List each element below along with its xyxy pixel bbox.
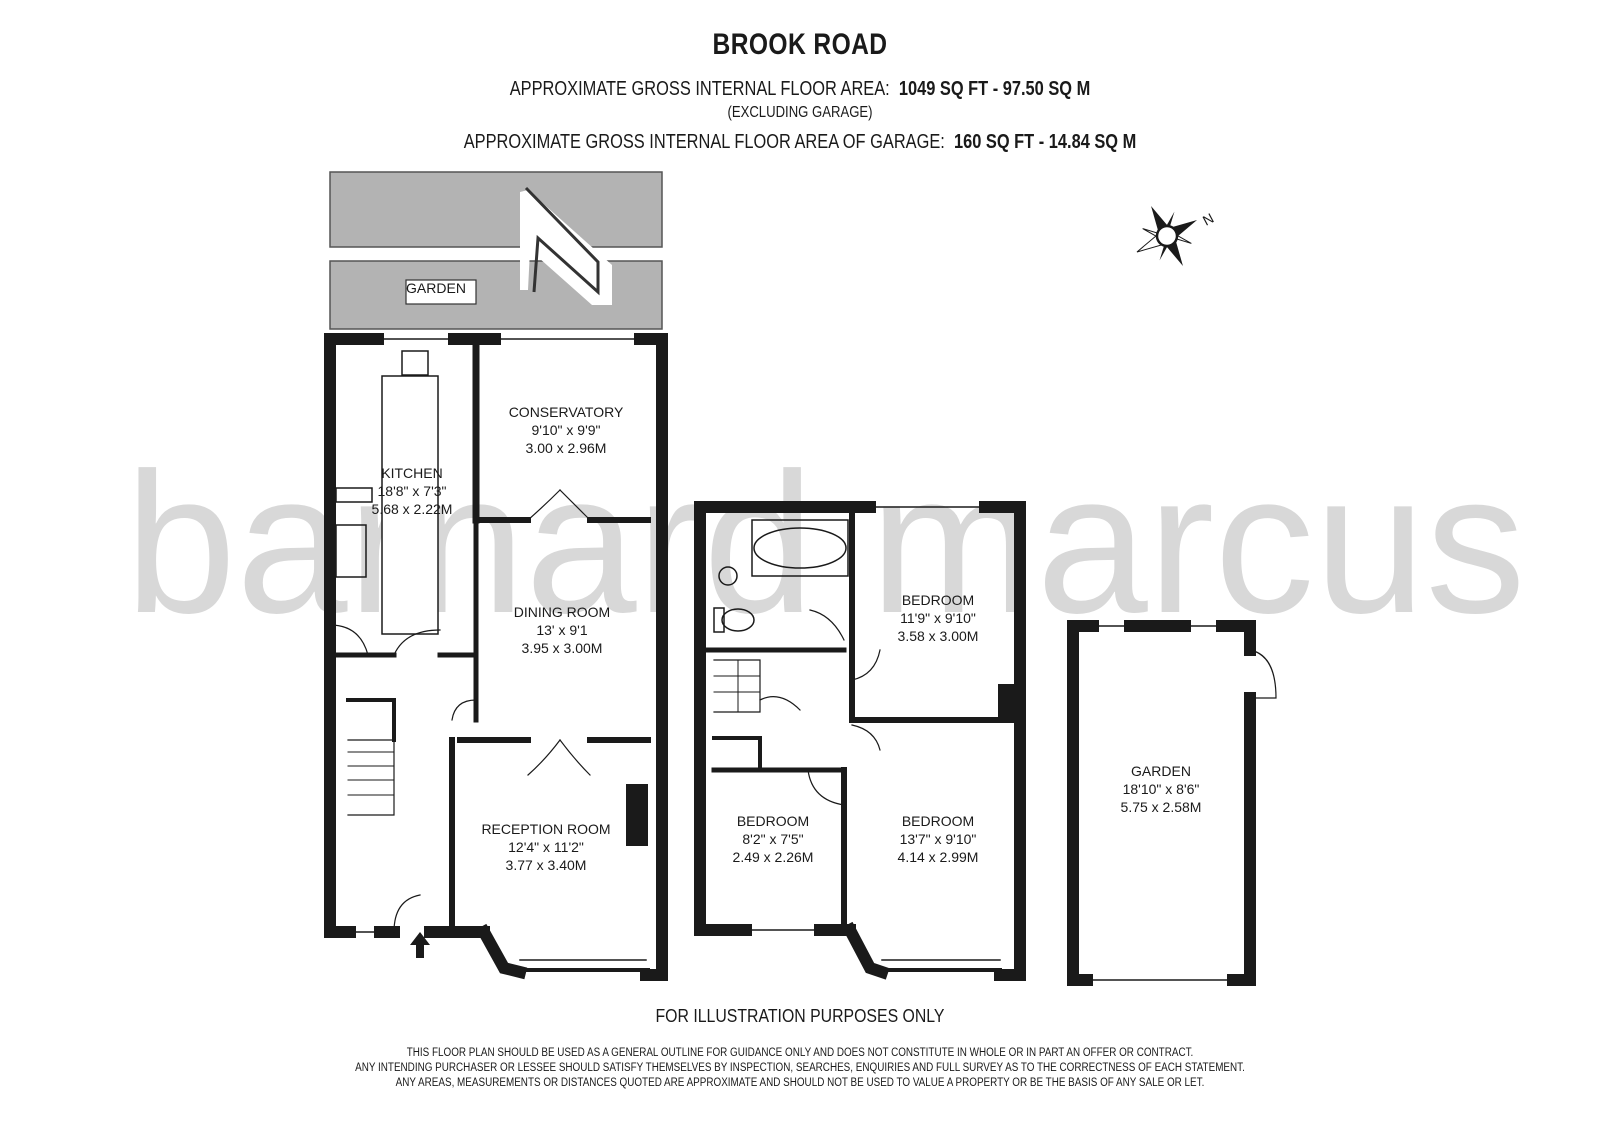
garage-metric: 5.75 x 2.58M — [1121, 799, 1202, 815]
dining-name: DINING ROOM — [514, 604, 610, 620]
room-bedroom-3: BEDROOM 13'7" x 9'10" 4.14 x 2.99M — [898, 813, 979, 865]
garage-name: GARDEN — [1131, 763, 1191, 779]
conservatory-name: CONSERVATORY — [509, 404, 624, 420]
reception-name: RECEPTION ROOM — [481, 821, 610, 837]
disclaimer-line-1: THIS FLOOR PLAN SHOULD BE USED AS A GENE… — [406, 1047, 1194, 1059]
ground-floor — [324, 333, 668, 981]
reception-metric: 3.77 x 3.40M — [506, 857, 587, 873]
room-bedroom-1: BEDROOM 11'9" x 9'10" 3.58 x 3.00M — [898, 592, 979, 644]
dining-imperial: 13' x 9'1 — [536, 622, 587, 638]
first-floor — [694, 501, 1026, 981]
compass-icon — [1136, 205, 1198, 267]
bedroom1-metric: 3.58 x 3.00M — [898, 628, 979, 644]
floor-area-value: 1049 SQ FT - 97.50 SQ M — [898, 78, 1091, 100]
plan-title: BROOK ROAD — [712, 28, 888, 61]
bedroom1-name: BEDROOM — [902, 592, 974, 608]
dining-metric: 3.95 x 3.00M — [522, 640, 603, 656]
garage-area-line: APPROXIMATE GROSS INTERNAL FLOOR AREA OF… — [144, 131, 1456, 154]
disclaimer-line-2: ANY INTENDING PURCHASER OR LESSEE SHOULD… — [355, 1062, 1245, 1074]
bedroom3-imperial: 13'7" x 9'10" — [900, 831, 977, 847]
garage-area-label: APPROXIMATE GROSS INTERNAL FLOOR AREA OF… — [463, 131, 945, 153]
kitchen-metric: 5.68 x 2.22M — [372, 501, 453, 517]
bedroom1-imperial: 11'9" x 9'10" — [900, 610, 976, 626]
first-floor-chimney — [998, 684, 1020, 720]
room-bedroom-2: BEDROOM 8'2" x 7'5" 2.49 x 2.26M — [733, 813, 814, 865]
bedroom2-imperial: 8'2" x 7'5" — [742, 831, 803, 847]
garden-area — [329, 171, 663, 330]
entrance-arrow-icon — [410, 932, 430, 958]
floor-area-note: (EXCLUDING GARAGE) — [727, 104, 873, 121]
bedroom2-metric: 2.49 x 2.26M — [733, 849, 814, 865]
watermark: barnard marcus — [125, 432, 1526, 655]
room-garage: GARDEN 18'10" x 8'6" 5.75 x 2.58M — [1121, 763, 1202, 815]
illustration-note: FOR ILLUSTRATION PURPOSES ONLY — [655, 1006, 945, 1026]
floor-area-label: APPROXIMATE GROSS INTERNAL FLOOR AREA: — [509, 78, 890, 100]
room-reception: RECEPTION ROOM 12'4" x 11'2" 3.77 x 3.40… — [481, 821, 610, 873]
room-conservatory: CONSERVATORY 9'10" x 9'9" 3.00 x 2.96M — [509, 404, 624, 456]
garage — [1067, 620, 1277, 986]
garage-area-value: 160 SQ FT - 14.84 SQ M — [953, 131, 1137, 153]
bedroom3-name: BEDROOM — [902, 813, 974, 829]
room-dining: DINING ROOM 13' x 9'1 3.95 x 3.00M — [514, 604, 610, 656]
chimney-breast — [626, 784, 648, 846]
conservatory-imperial: 9'10" x 9'9" — [532, 422, 601, 438]
bedroom3-metric: 4.14 x 2.99M — [898, 849, 979, 865]
room-kitchen: KITCHEN 18'8" x 7'3" 5.68 x 2.22M — [372, 465, 453, 517]
compass-north-label: N — [1200, 210, 1216, 229]
conservatory-metric: 3.00 x 2.96M — [526, 440, 607, 456]
kitchen-imperial: 18'8" x 7'3" — [378, 483, 447, 499]
garage-imperial: 18'10" x 8'6" — [1123, 781, 1200, 797]
disclaimer-line-3: ANY AREAS, MEASUREMENTS OR DISTANCES QUO… — [395, 1077, 1205, 1089]
kitchen-name: KITCHEN — [381, 465, 442, 481]
bedroom2-name: BEDROOM — [737, 813, 809, 829]
reception-imperial: 12'4" x 11'2" — [508, 839, 584, 855]
floor-area-line: APPROXIMATE GROSS INTERNAL FLOOR AREA: 1… — [144, 78, 1456, 101]
garden-label: GARDEN — [406, 280, 466, 296]
